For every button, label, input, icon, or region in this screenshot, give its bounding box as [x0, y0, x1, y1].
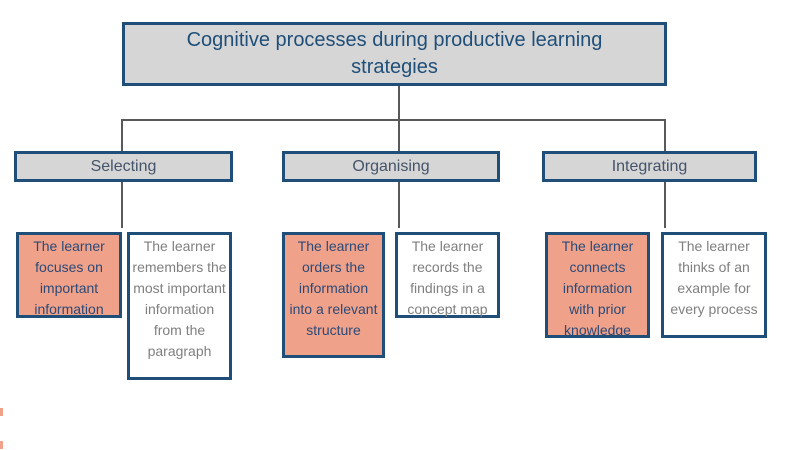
branch-label-selecting: Selecting — [90, 157, 157, 175]
branch-box-integrating: Integrating — [542, 151, 757, 182]
branch-label-integrating: Integrating — [611, 157, 688, 175]
leaf-box-selecting-highlighted: The learner focuses on important informa… — [16, 232, 122, 318]
connector-horizontal-bar — [121, 119, 666, 121]
connector-drop-organising — [398, 119, 400, 152]
connector-title-drop — [398, 86, 400, 120]
connector-organising-to-leaves — [398, 181, 400, 228]
clipped-edge-mark — [0, 408, 3, 416]
leaf-text: The learner remembers the most important… — [132, 238, 227, 359]
leaf-box-selecting-plain: The learner remembers the most important… — [127, 232, 232, 380]
connector-drop-selecting — [121, 119, 123, 152]
title-text: Cognitive processes during productive le… — [186, 29, 603, 78]
leaf-text: The learner orders the information into … — [289, 238, 378, 338]
branch-box-organising: Organising — [282, 151, 500, 182]
leaf-box-integrating-highlighted: The learner connects information with pr… — [545, 232, 650, 338]
leaf-box-organising-plain: The learner records the findings in a co… — [395, 232, 500, 318]
leaf-text: The learner connects information with pr… — [561, 238, 634, 338]
connector-selecting-to-leaves — [121, 181, 123, 228]
leaf-box-organising-highlighted: The learner orders the information into … — [282, 232, 385, 358]
branch-box-selecting: Selecting — [14, 151, 233, 182]
connector-integrating-to-leaves — [664, 181, 666, 228]
leaf-text: The learner focuses on important informa… — [33, 238, 105, 317]
connector-drop-integrating — [664, 119, 666, 152]
leaf-text: The learner records the findings in a co… — [407, 238, 488, 317]
leaf-text: The learner thinks of an example for eve… — [670, 238, 758, 317]
branch-label-organising: Organising — [352, 157, 430, 175]
title-box: Cognitive processes during productive le… — [122, 22, 667, 86]
clipped-edge-mark — [0, 441, 3, 449]
leaf-box-integrating-plain: The learner thinks of an example for eve… — [661, 232, 767, 338]
